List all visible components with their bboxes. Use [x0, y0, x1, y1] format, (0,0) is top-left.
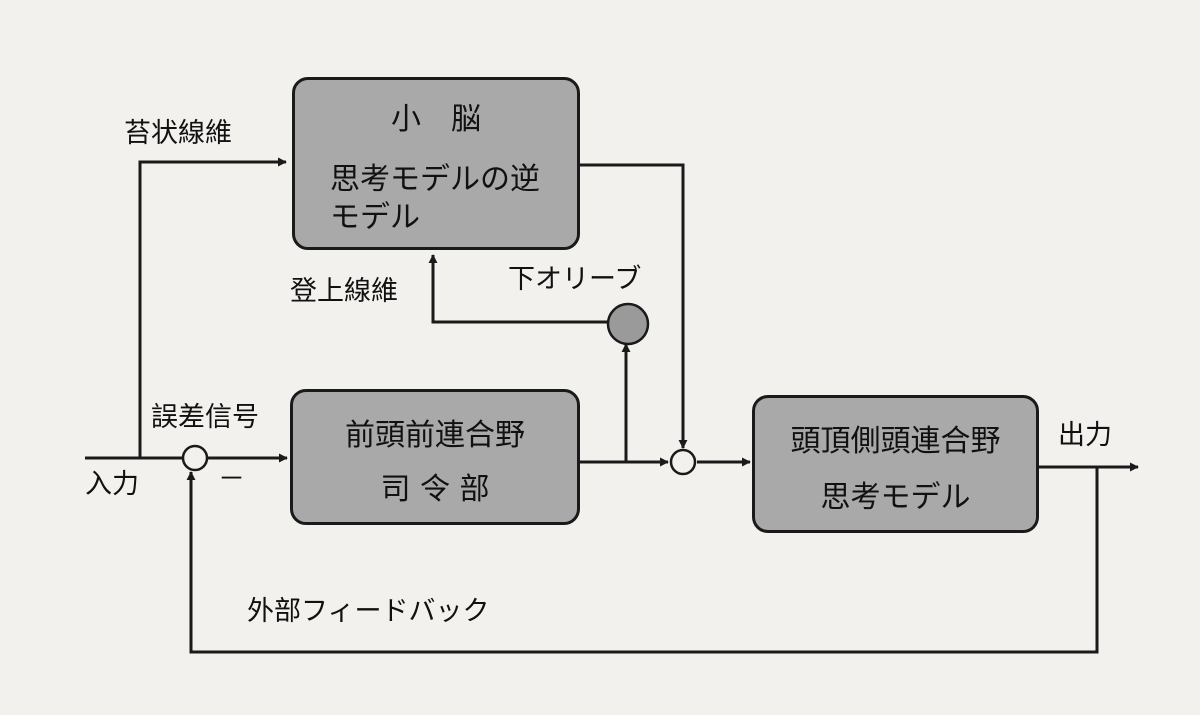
summing-junction-1: [181, 444, 209, 472]
input-label: 入力: [85, 469, 139, 500]
output-label: 出力: [1058, 420, 1112, 451]
parietal-role: 思考モデル: [820, 480, 971, 515]
external-feedback-line: [186, 467, 1099, 654]
parietal-temporal-block: 頭頂側頭連合野 思考モデル: [752, 395, 1039, 533]
cerebellum-function-cont: モデル: [330, 200, 420, 235]
prefrontal-title: 前頭前連合野: [345, 418, 525, 453]
mossy-fiber-line: [138, 157, 287, 458]
mossy-fiber-label: 苔状線維: [124, 118, 232, 149]
inferior-olive-label: 下オリーブ: [508, 264, 642, 295]
inferior-olive-node: [606, 302, 650, 346]
error-signal-label: 誤差信号: [151, 402, 259, 433]
cerebellum-block: 小 脳 思考モデルの逆 モデル: [292, 77, 580, 250]
cerebellum-output-line: [579, 163, 688, 449]
prefrontal-role: 司 令 部: [380, 472, 490, 507]
external-feedback-label: 外部フィードバック: [247, 596, 490, 627]
cerebellum-function: 思考モデルの逆: [330, 162, 540, 197]
climbing-fiber-line: [428, 254, 610, 324]
parietal-title: 頭頂側頭連合野: [790, 424, 1001, 459]
cerebellum-title: 小 脳: [391, 102, 481, 137]
summing-junction-2: [669, 448, 697, 476]
minus-sign: －: [218, 464, 245, 495]
climbing-fiber-label: 登上線維: [290, 276, 398, 307]
prefrontal-cortex-block: 前頭前連合野 司 令 部: [290, 389, 580, 525]
